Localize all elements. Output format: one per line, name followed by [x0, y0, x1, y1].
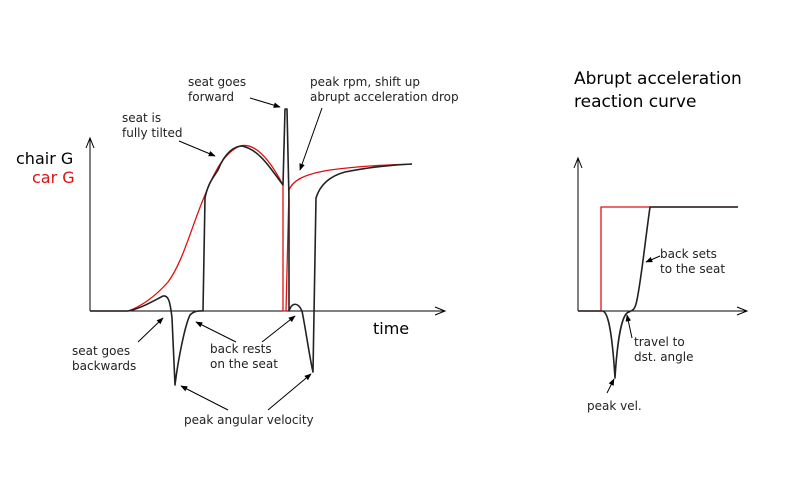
ylabel-chair-g: chair G [16, 149, 73, 168]
right-chart: Abrupt acceleration reaction curve back … [573, 69, 749, 413]
pointer-goes-backwards [137, 317, 164, 343]
annotation-travel-to: travel to dst. angle [634, 335, 694, 364]
xlabel-time: time [373, 319, 409, 338]
left-y-axis-arrow [85, 136, 95, 149]
pointer-peak-vel [606, 378, 615, 394]
right-chart-title: Abrupt acceleration reaction curve [574, 69, 747, 112]
pointer-goes-forward [249, 97, 281, 108]
annotation-seat-goes-backwards: seat goes backwards [72, 344, 136, 373]
pointer-travel-to [625, 314, 633, 339]
annotation-peak-angular-velocity: peak angular velocity [184, 413, 314, 427]
pointer-fully-tilted [178, 140, 216, 157]
annotation-seat-goes-forward: seat goes forward [188, 75, 250, 104]
annotation-back-rests: back rests on the seat [210, 342, 278, 371]
ylabel-car-g: car G [32, 168, 75, 187]
left-x-axis-arrow [434, 306, 447, 316]
pointer-peak-angular-1 [180, 385, 229, 411]
pointer-back-sets [645, 255, 661, 263]
annotation-peak-vel: peak vel. [587, 399, 642, 413]
pointer-back-rests-2 [261, 315, 296, 343]
pointer-peak-angular-2 [267, 373, 312, 411]
annotation-back-sets: back sets to the seat [660, 247, 725, 276]
right-x-axis-arrow [736, 306, 749, 316]
right-y-axis-arrow [573, 156, 583, 169]
car-g-curve [90, 144, 413, 312]
annotation-seat-fully-tilted: seat is fully tilted [122, 111, 183, 140]
left-chart: chair G car G time seat is fully tilted … [16, 75, 459, 427]
annotation-peak-rpm: peak rpm, shift up abrupt acceleration d… [310, 75, 459, 104]
right-chair-g-curve [578, 206, 738, 379]
pointer-peak-rpm [299, 107, 323, 171]
chair-g-curve [90, 108, 413, 386]
pointer-back-rests-1 [195, 321, 237, 343]
